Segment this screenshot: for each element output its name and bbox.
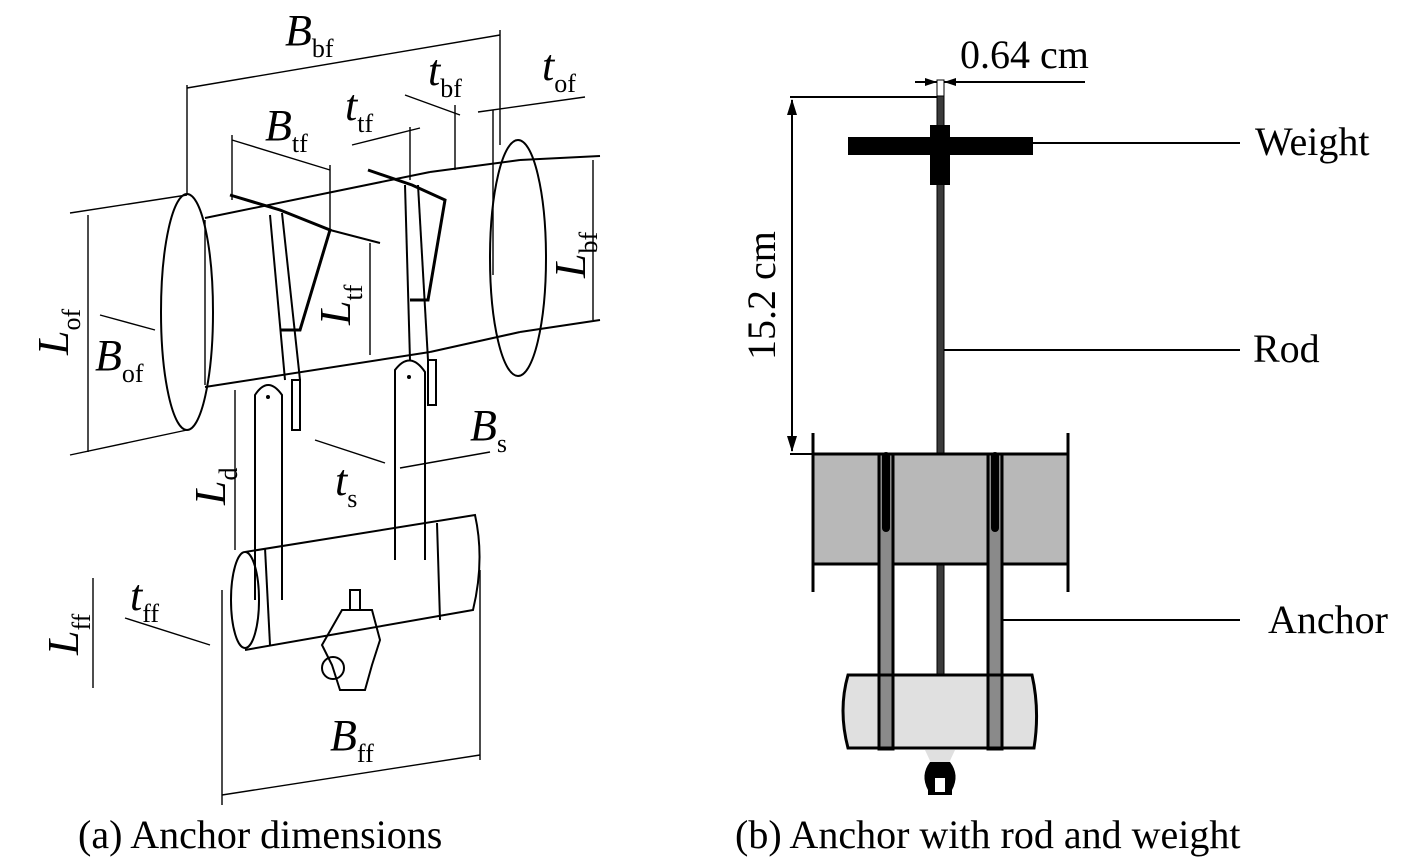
panel-a-drawing: Bbf tbf tof Btf ttf Lbf Ltf Lof Bof Bs t… xyxy=(29,6,603,857)
label-b-of: Bof xyxy=(95,331,144,388)
rod-diameter-label: 0.64 cm xyxy=(960,32,1089,77)
callout-rod: Rod xyxy=(1253,326,1320,371)
rod-diameter-dimension xyxy=(915,78,1085,86)
callout-anchor: Anchor xyxy=(1268,597,1388,642)
shanks xyxy=(254,359,437,600)
label-t-bf: tbf xyxy=(428,46,462,103)
callout-weight: Weight xyxy=(1255,119,1370,164)
front-flange xyxy=(841,673,1039,750)
label-l-d: Ld xyxy=(186,468,243,506)
label-l-bf: Lbf xyxy=(546,232,603,279)
weight xyxy=(848,125,1033,185)
caption-panel-b: (b) Anchor with rod and weight xyxy=(735,812,1240,857)
label-b-bf: Bbf xyxy=(285,6,334,63)
label-t-tf: ttf xyxy=(345,81,373,138)
back-flange-body xyxy=(160,139,601,431)
label-l-ff: Lff xyxy=(39,613,96,656)
rod-length-label: 15.2 cm xyxy=(739,231,784,360)
label-l-of: Lof xyxy=(29,309,86,356)
label-l-tf: Ltf xyxy=(311,284,368,326)
anchor-tip xyxy=(320,589,382,691)
label-t-of: tof xyxy=(542,41,576,98)
back-flange xyxy=(811,433,1070,592)
label-b-s: Bs xyxy=(470,401,507,458)
label-t-s: ts xyxy=(335,456,357,513)
caption-panel-a: (a) Anchor dimensions xyxy=(78,812,442,857)
panel-b-drawing: 0.64 cm 15.2 cm Weight Rod Anchor (b) An… xyxy=(735,32,1388,857)
anchor-tip-b xyxy=(924,750,956,795)
dimension-lines xyxy=(69,30,594,805)
label-t-ff: tff xyxy=(130,571,159,628)
rod-length-dimension xyxy=(787,96,937,455)
label-b-ff: Bff xyxy=(330,711,374,768)
front-flange-body xyxy=(230,513,481,651)
top-fins xyxy=(229,168,447,381)
label-b-tf: Btf xyxy=(265,101,308,158)
